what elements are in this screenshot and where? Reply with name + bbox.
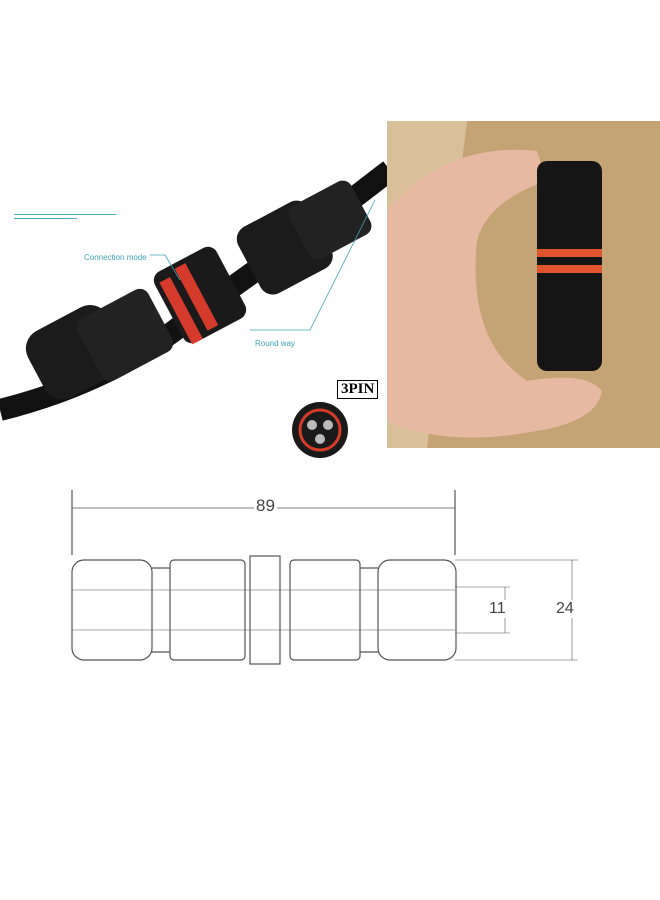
dimension-outer-diameter: 24	[556, 600, 574, 618]
round-way-label: Round way	[255, 339, 296, 348]
3pin-badge: 3PIN	[337, 380, 379, 399]
connector-exploded-photo	[0, 161, 390, 421]
3pin-face-photo	[292, 402, 348, 458]
dimension-drawing	[71, 490, 578, 665]
hand-holding-connector-photo	[387, 121, 660, 448]
fine-print: ▬▬▬▬▬▬▬▬▬▬▬▬▬▬▬▬▬▬▬▬▬▬▬▬▬▬▬▬▬▬▬▬▬▬▬▬▬▬▬▬…	[14, 212, 116, 220]
right-housing	[236, 180, 372, 295]
left-housing	[25, 288, 174, 400]
center-plug	[153, 246, 247, 345]
connection-mode-label: Connection mode	[84, 253, 147, 262]
dimension-inner-diameter: 11	[489, 600, 506, 618]
dimension-length: 89	[254, 496, 277, 516]
